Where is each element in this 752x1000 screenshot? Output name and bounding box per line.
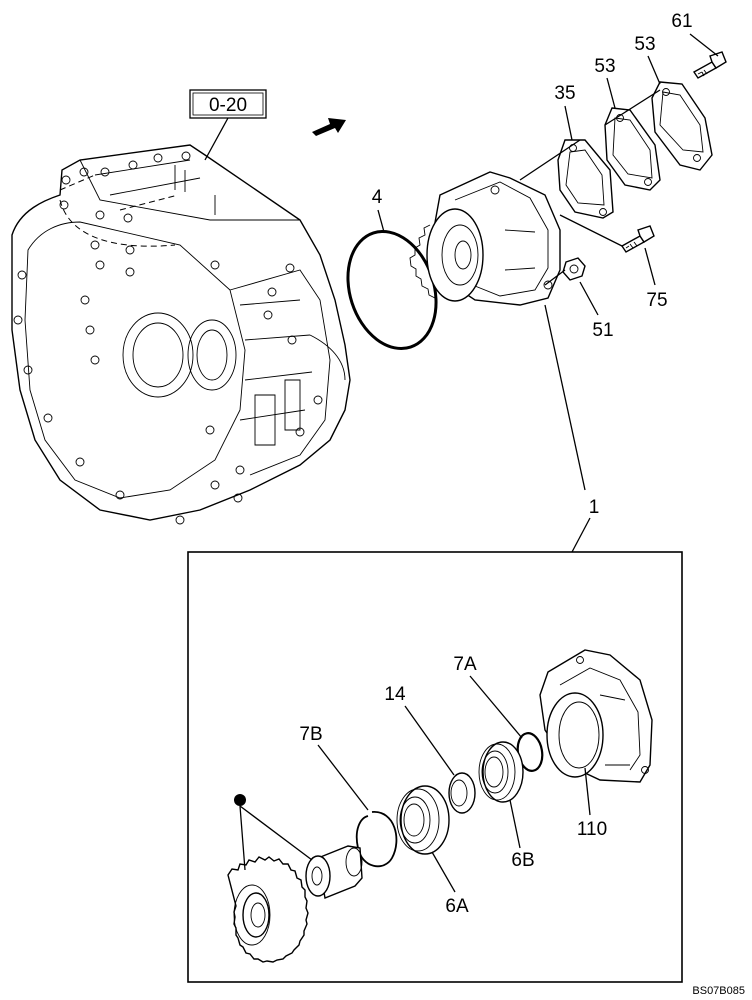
callout-75: 75 [646, 290, 667, 311]
callout-35: 35 [554, 83, 575, 104]
reference-box-label: 0-20 [209, 95, 247, 116]
detail-box [187, 551, 683, 983]
callout-61: 61 [671, 11, 692, 32]
cover-plate-53-back [651, 81, 713, 171]
gasket-35 [557, 139, 614, 219]
marker-dot-icon [234, 794, 246, 806]
spacer-14 [448, 772, 476, 814]
bolt-61 [692, 51, 727, 79]
callout-7A: 7A [453, 654, 477, 675]
callout-110: 110 [577, 819, 607, 840]
bolt-75 [620, 225, 655, 253]
bearing-6A [396, 785, 450, 855]
callout-7B: 7B [299, 724, 322, 745]
callout-6B: 6B [511, 850, 534, 871]
callout-53-back: 53 [634, 34, 655, 55]
pump-assembly [409, 171, 561, 306]
gasket-53-front [604, 107, 661, 191]
shaft [305, 845, 363, 899]
callout-51: 51 [592, 320, 613, 341]
callout-4: 4 [372, 187, 383, 208]
callout-1: 1 [589, 497, 600, 518]
snap-ring-7B [355, 811, 398, 868]
bearing-6B [478, 741, 524, 803]
drive-gear [227, 856, 309, 963]
callout-14: 14 [384, 684, 406, 705]
drawing-code: BS07B085 [692, 985, 745, 997]
callout-6A: 6A [445, 896, 469, 917]
housing-110 [539, 649, 653, 783]
direction-arrow-icon [312, 118, 346, 136]
callout-53-front: 53 [594, 56, 615, 77]
flywheel-housing [11, 144, 351, 525]
nut-51 [562, 257, 586, 281]
